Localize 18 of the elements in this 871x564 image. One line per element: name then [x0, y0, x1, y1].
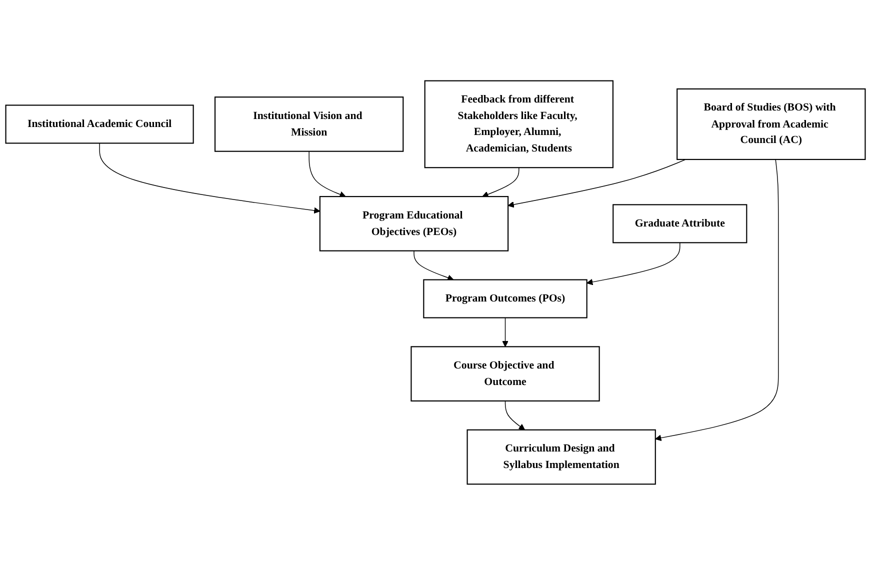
arrow — [414, 250, 454, 280]
node-box: Feedback from different Stakeholders like Faculty, Employer, Alumni, Academician, Students — [424, 80, 614, 168]
node-box: Course Objective and Outcome — [410, 346, 600, 402]
node-box: Graduate Attribute — [612, 204, 748, 243]
node-box: Institutional Academic Council — [5, 104, 194, 144]
arrow — [586, 242, 680, 285]
arrow — [655, 158, 779, 441]
node-box: Program Outcomes (POs) — [423, 278, 588, 318]
arrow — [504, 400, 526, 430]
node-box: Board of Studies (BOS) with Approval from Academic Council (AC) — [676, 88, 866, 160]
arrow — [482, 166, 520, 197]
node-box: Curriculum Design and Syllabus Implementation — [466, 428, 656, 484]
arrow — [508, 158, 686, 208]
node-box: Program Educational Objectives (PEOs) — [319, 196, 509, 251]
node-box: Institutional Vision and Mission — [214, 96, 404, 152]
arrow — [502, 316, 508, 346]
arrow — [308, 150, 346, 197]
arrow — [99, 142, 320, 214]
